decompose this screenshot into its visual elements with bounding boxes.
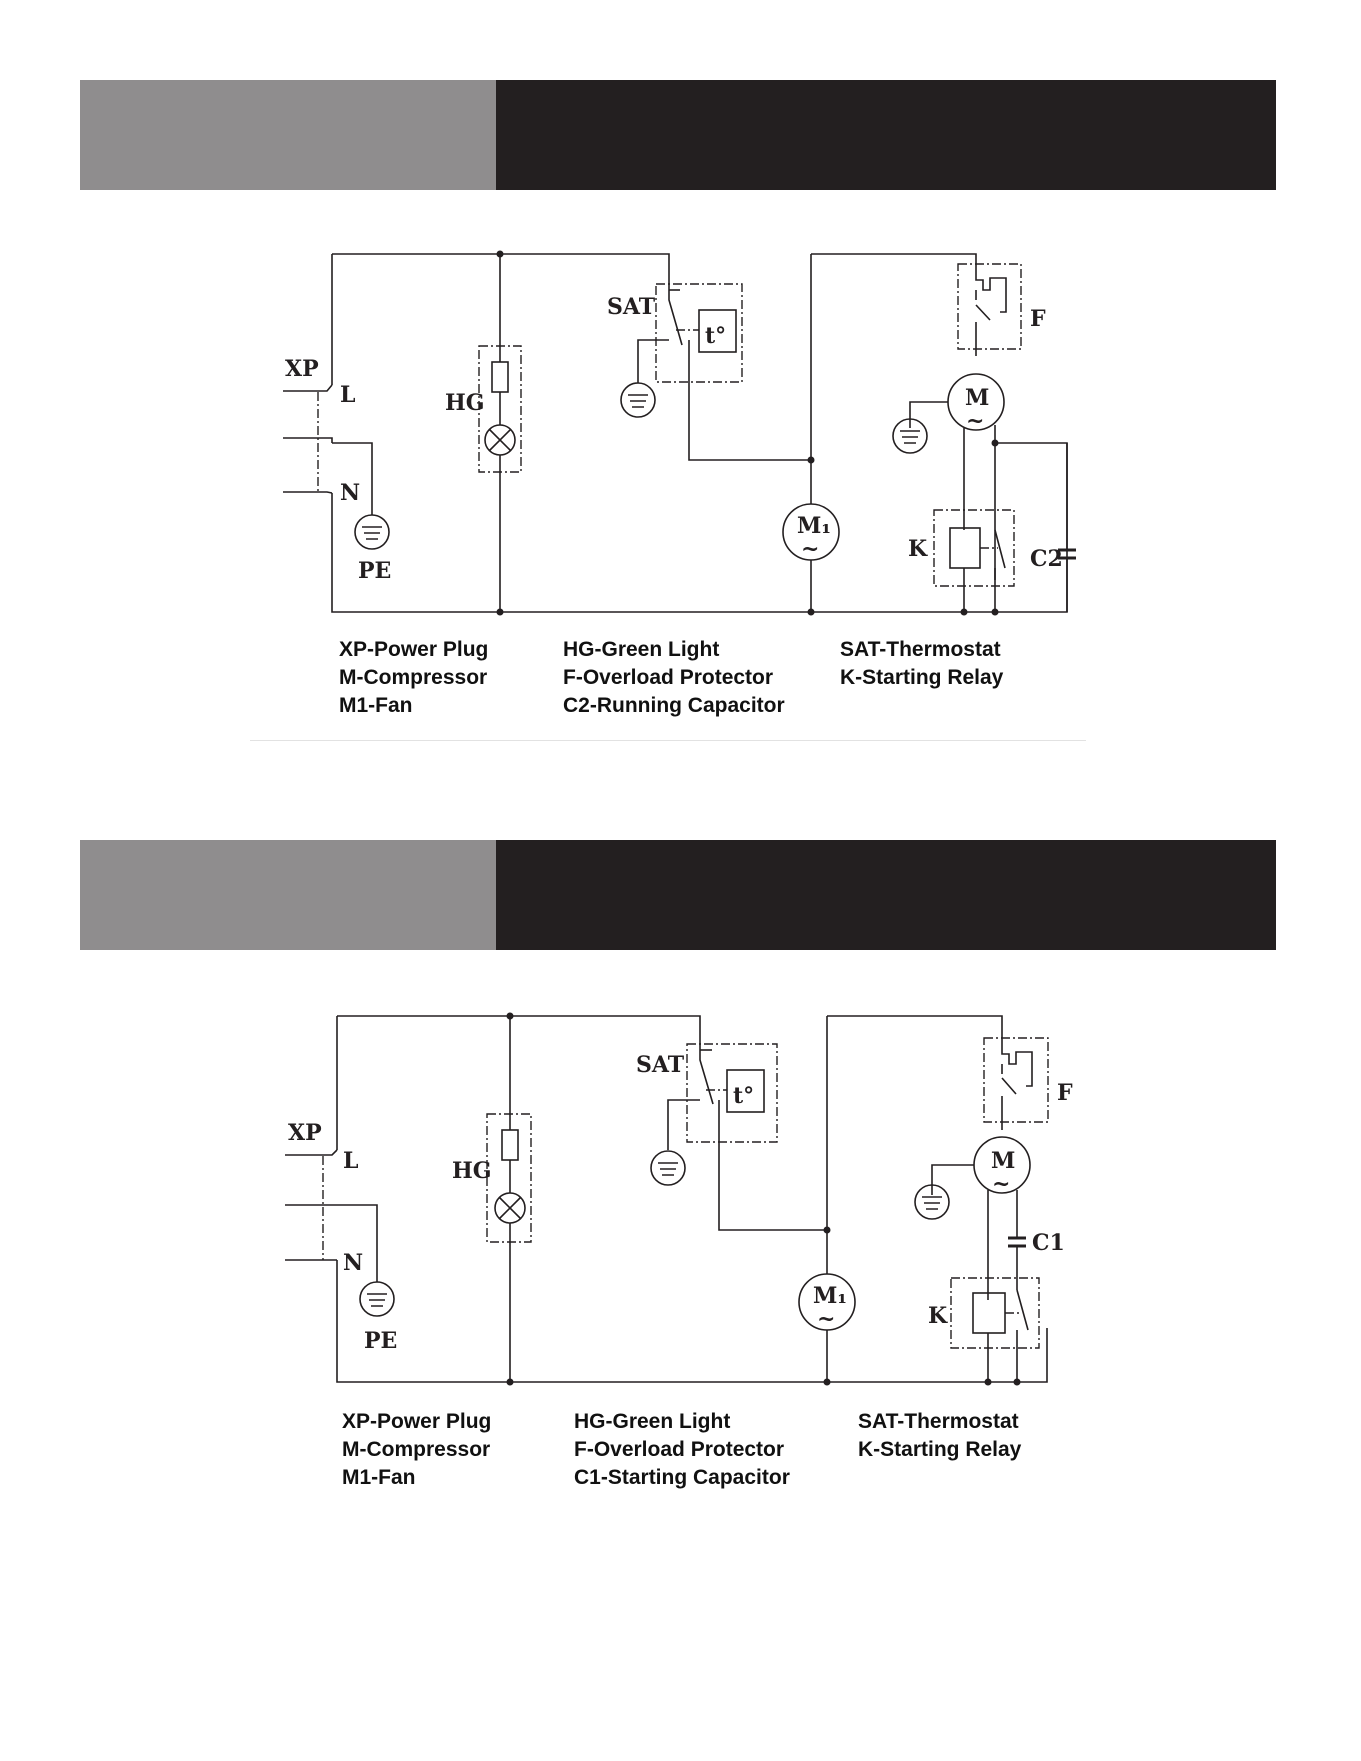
label-m1-tilde: ~ xyxy=(801,536,819,562)
legend-item: XP-Power Plug xyxy=(339,638,489,661)
label-n: N xyxy=(340,480,360,506)
label-hg: HG xyxy=(445,390,485,416)
label-sat: SAT xyxy=(607,294,656,320)
legend-1-col-3: SAT-Thermostat K-Starting Relay xyxy=(840,636,1003,692)
label-m1: M₁ xyxy=(813,1283,847,1309)
header-grey-block xyxy=(80,840,496,950)
label-l: L xyxy=(343,1148,358,1174)
legend-item: C2-Running Capacitor xyxy=(563,694,785,717)
ground-icon xyxy=(620,382,656,418)
label-pe: PE xyxy=(358,558,391,584)
ground-icon xyxy=(359,1281,395,1317)
section-divider xyxy=(250,740,1086,741)
label-f: F xyxy=(1057,1080,1073,1106)
legend-2-col-1: XP-Power Plug M-Compressor M1-Fan xyxy=(342,1408,491,1492)
legend-item: XP-Power Plug xyxy=(342,1410,492,1433)
label-pe: PE xyxy=(364,1328,397,1354)
legend-2-col-3: SAT-Thermostat K-Starting Relay xyxy=(858,1408,1021,1464)
label-k: K xyxy=(928,1303,948,1329)
label-m: M xyxy=(965,385,989,411)
header-dark-block xyxy=(496,840,1276,950)
section-header-band-2 xyxy=(80,840,1276,950)
legend-item: F-Overload Protector xyxy=(574,1438,785,1461)
label-m1-tilde: ~ xyxy=(817,1306,835,1332)
section-header-band-1 xyxy=(80,80,1276,190)
label-xp: XP xyxy=(285,356,319,382)
ground-icon xyxy=(650,1150,686,1186)
label-m: M xyxy=(991,1148,1015,1174)
label-n: N xyxy=(343,1250,363,1276)
legend-item: HG-Green Light xyxy=(563,638,720,661)
lamp-icon xyxy=(484,424,516,456)
legend-item: F-Overload Protector xyxy=(563,666,774,689)
fan-motor-icon xyxy=(782,503,840,561)
legend-1-col-1: XP-Power Plug M-Compressor M1-Fan xyxy=(339,636,488,720)
legend-item: M-Compressor xyxy=(339,666,488,689)
label-sat: SAT xyxy=(636,1052,685,1078)
wiring-diagram-2: XP L N PE HG t° SAT M₁ ~ F M ~ C1 xyxy=(285,1012,1073,1386)
label-t: t° xyxy=(733,1083,754,1109)
label-hg: HG xyxy=(452,1158,492,1184)
header-dark-block xyxy=(496,80,1276,190)
label-l: L xyxy=(340,382,355,408)
legend-item: HG-Green Light xyxy=(574,1410,731,1433)
ground-icon xyxy=(892,418,928,454)
legend-1-col-2: HG-Green Light F-Overload Protector C2-R… xyxy=(563,636,785,720)
label-f: F xyxy=(1030,306,1046,332)
header-grey-block xyxy=(80,80,496,190)
label-t: t° xyxy=(705,323,726,349)
label-k: K xyxy=(908,536,928,562)
legend-2-col-2: HG-Green Light F-Overload Protector C1-S… xyxy=(574,1408,790,1492)
lamp-icon xyxy=(494,1192,526,1224)
label-xp: XP xyxy=(288,1120,322,1146)
ground-icon xyxy=(354,514,390,550)
label-m-tilde: ~ xyxy=(966,408,984,434)
label-c2: C2 xyxy=(1030,546,1063,572)
wiring-diagram-1: XP L N PE HG t° SAT M₁ ~ F M ~ xyxy=(283,250,1076,616)
label-m1: M₁ xyxy=(797,513,831,539)
legend-item: M1-Fan xyxy=(342,1466,416,1489)
fan-motor-icon xyxy=(798,1273,856,1331)
legend-item: SAT-Thermostat xyxy=(840,638,1001,661)
ground-icon xyxy=(914,1184,950,1220)
label-c1: C1 xyxy=(1032,1230,1065,1256)
label-m-tilde: ~ xyxy=(992,1171,1010,1197)
legend-item: SAT-Thermostat xyxy=(858,1410,1019,1433)
legend-item: K-Starting Relay xyxy=(858,1438,1022,1461)
legend-item: M1-Fan xyxy=(339,694,413,717)
legend-item: C1-Starting Capacitor xyxy=(574,1466,790,1489)
legend-item: M-Compressor xyxy=(342,1438,491,1461)
legend-item: K-Starting Relay xyxy=(840,666,1004,689)
